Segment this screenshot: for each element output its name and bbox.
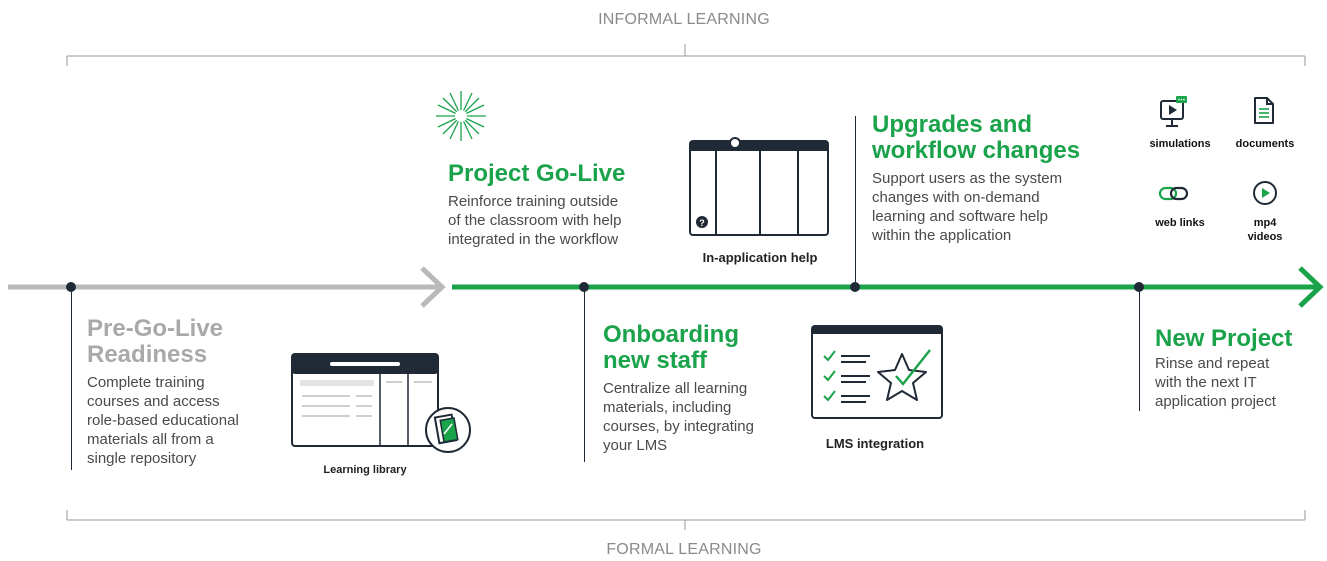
documents-label: documents	[1235, 138, 1295, 150]
informal-learning-label: INFORMAL LEARNING	[598, 11, 770, 28]
in-application-help-caption: In-application help	[702, 250, 818, 265]
upgrades-stage: Upgrades and workflow changes Support us…	[872, 112, 1142, 245]
informal-bracket	[66, 44, 1306, 66]
learning-library-caption: Learning library	[323, 464, 407, 476]
new-project-title: New Project	[1155, 325, 1293, 352]
mp4-videos-label: mp4 videos	[1247, 217, 1283, 243]
onboarding-description: Centralize all learning materials, inclu…	[603, 380, 754, 454]
new-project-connector	[1139, 287, 1140, 411]
upgrades-connector	[855, 116, 856, 287]
pre-go-live-title: Pre-Go-Live Readiness	[87, 315, 224, 368]
post-go-live-arrow	[452, 266, 1324, 308]
upgrades-marker	[850, 282, 860, 292]
go-live-title: Project Go-Live	[448, 160, 626, 187]
in-application-help-illustration: ?	[689, 137, 829, 236]
new-project-description: Rinse and repeat with the next IT applic…	[1155, 355, 1276, 410]
onboarding-connector	[584, 287, 585, 462]
pre-go-live-connector	[71, 287, 72, 470]
pre-go-live-description: Complete training courses and access rol…	[87, 374, 239, 467]
simulations-icon	[1160, 96, 1187, 127]
formal-bracket	[66, 510, 1306, 530]
pre-go-live-stage: Pre-Go-Live Readiness Complete training …	[87, 316, 297, 468]
go-live-stage: Project Go-Live Reinforce training outsi…	[448, 161, 708, 249]
svg-text:?: ?	[699, 218, 705, 228]
play-video-icon	[1253, 181, 1277, 205]
lms-integration-illustration	[811, 325, 943, 419]
document-icon	[1254, 97, 1274, 124]
link-icon	[1158, 186, 1189, 201]
onboarding-stage: Onboarding new staff Centralize all lear…	[603, 322, 803, 455]
sparkle-icon	[436, 91, 486, 141]
new-project-stage: New Project Rinse and repeat with the ne…	[1155, 326, 1325, 411]
go-live-description: Reinforce training outside of the classr…	[448, 193, 622, 248]
simulations-label: simulations	[1149, 138, 1211, 150]
lms-integration-caption: LMS integration	[825, 436, 925, 451]
upgrades-description: Support users as the system changes with…	[872, 170, 1063, 244]
onboarding-title: Onboarding new staff	[603, 321, 739, 374]
upgrades-title: Upgrades and workflow changes	[872, 111, 1081, 164]
pre-go-live-arrow	[8, 266, 446, 308]
web-links-label: web links	[1155, 217, 1205, 229]
learning-library-illustration	[291, 353, 471, 453]
formal-learning-label: FORMAL LEARNING	[606, 541, 762, 558]
